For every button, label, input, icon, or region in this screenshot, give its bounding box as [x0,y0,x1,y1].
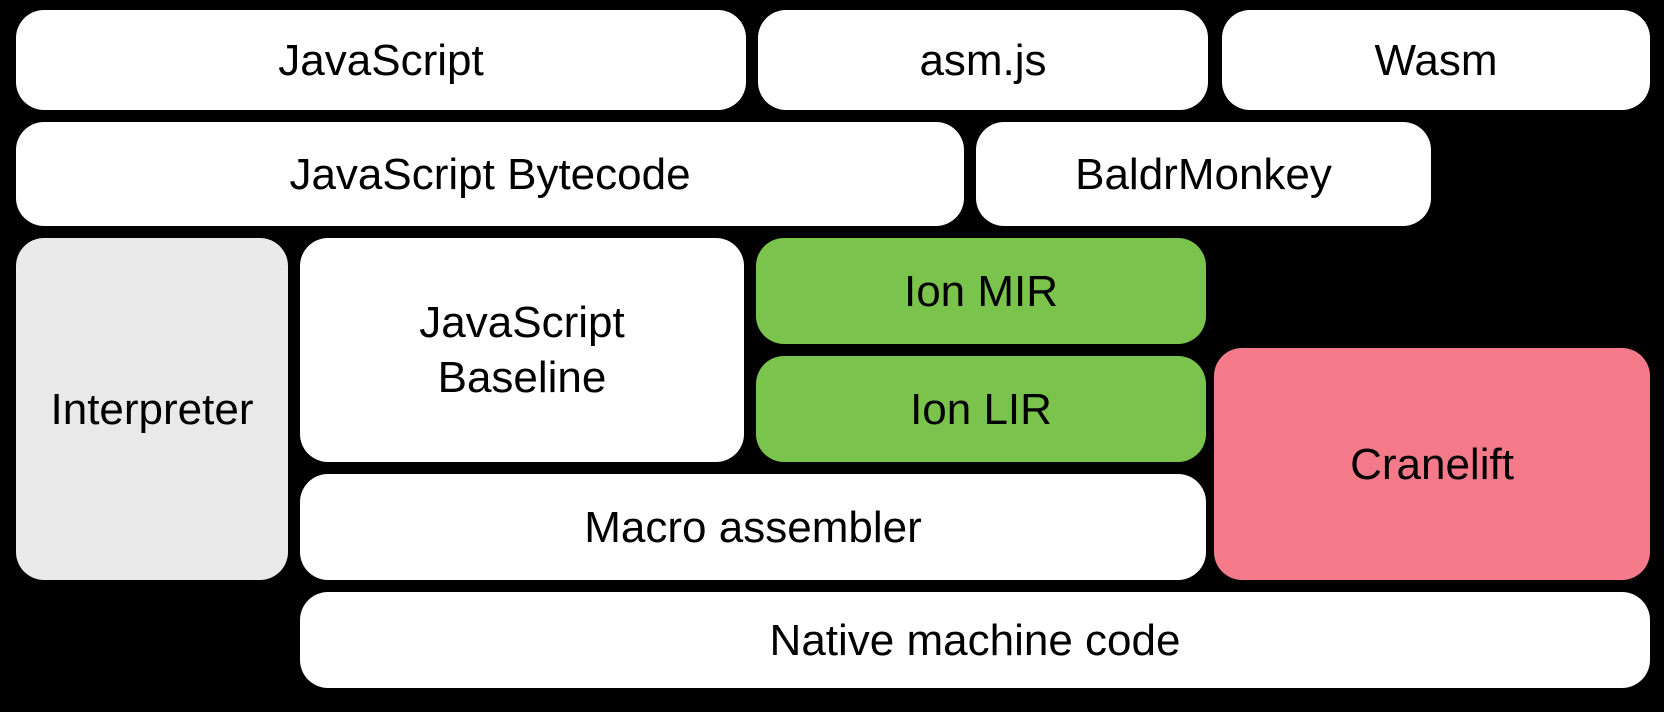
box-interpreter: Interpreter [16,238,288,580]
box-ion-mir-label: Ion MIR [903,266,1059,316]
box-javascript-label: JavaScript [278,35,484,85]
box-javascript: JavaScript [16,10,746,110]
box-javascript-bytecode: JavaScript Bytecode [16,122,964,226]
box-javascript-baseline: JavaScript Baseline [300,238,744,462]
box-ion-lir: Ion LIR [756,356,1206,462]
box-ion-mir: Ion MIR [756,238,1206,344]
box-javascript-bytecode-label: JavaScript Bytecode [289,149,691,199]
box-macro-assembler-label: Macro assembler [584,502,922,552]
box-wasm: Wasm [1222,10,1650,110]
box-ion-lir-label: Ion LIR [910,384,1052,434]
box-javascript-baseline-label: JavaScript Baseline [419,298,625,402]
box-baldrmonkey-label: BaldrMonkey [1075,149,1332,199]
box-asmjs: asm.js [758,10,1208,110]
box-baldrmonkey: BaldrMonkey [976,122,1431,226]
box-native-machine-code: Native machine code [300,592,1650,688]
box-asmjs-label: asm.js [919,35,1047,85]
box-wasm-label: Wasm [1374,35,1498,85]
box-cranelift-label: Cranelift [1350,439,1514,489]
box-cranelift: Cranelift [1214,348,1650,580]
box-native-machine-code-label: Native machine code [769,615,1181,665]
box-interpreter-label: Interpreter [50,384,254,434]
box-macro-assembler: Macro assembler [300,474,1206,580]
